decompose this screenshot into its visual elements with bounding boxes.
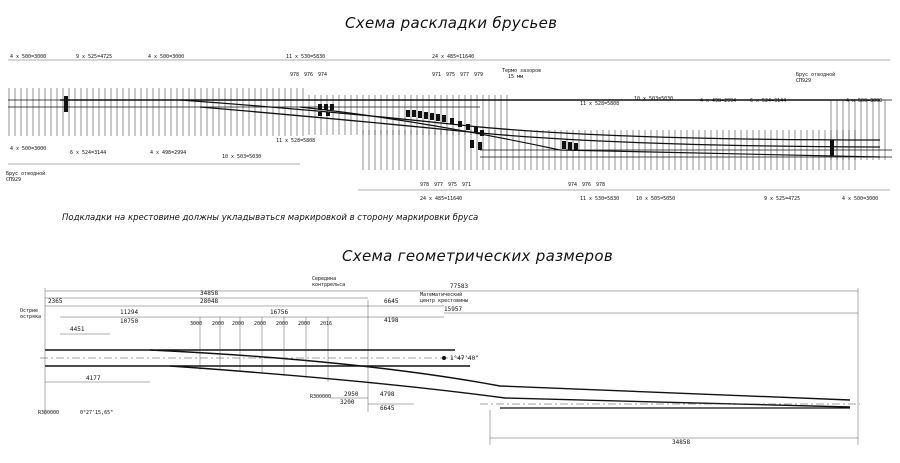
right-beam-label-2: СП929 [796, 78, 811, 84]
top-group-9: 6 x 524=3144 [750, 98, 786, 104]
top-group-6: 11 x 528=5808 [580, 101, 619, 107]
center-label-1: Середина [312, 276, 336, 282]
dim-mid-7: 2016 [320, 321, 332, 327]
upper-mark-5: 975 [446, 72, 455, 78]
dim-4451: 4451 [70, 326, 85, 333]
upper-mark-6: 977 [460, 72, 469, 78]
radius-angle: 0°27'15,65" [80, 410, 113, 416]
lower-mark-6: 976 [582, 182, 591, 188]
dim-11294: 11294 [120, 309, 138, 316]
radius-label: R300000 [310, 394, 331, 400]
dim-mid-2: 2000 [212, 321, 224, 327]
upper-mark-4: 971 [432, 72, 441, 78]
geo-diverge-1 [149, 349, 851, 401]
rail-diverge-1 [179, 99, 881, 141]
bottom-group-8: 10 x 505=5050 [636, 196, 675, 202]
dim-10750: 10750 [120, 318, 138, 325]
dim-mid-5: 2000 [276, 321, 288, 327]
transfer-beam-right [830, 140, 834, 156]
bottom-group-6: 24 x 485=11640 [420, 196, 462, 202]
dim-mid-1: 3000 [190, 321, 202, 327]
dim-4198: 4198 [384, 317, 399, 324]
tip-label-1: Острие [20, 308, 38, 314]
top-group-4: 11 x 530=5830 [286, 54, 325, 60]
cross-label-1: Математический [420, 292, 462, 298]
upper-mark-2: 976 [304, 72, 313, 78]
geometry-scheme-title: Схема геометрических размеров [342, 247, 613, 265]
bottom-group-9: 9 x 525=4725 [764, 196, 800, 202]
upper-mark-3: 974 [318, 72, 327, 78]
layout-scheme: 4 x 500=3000 9 x 525=4725 4 x 500=3000 1… [6, 54, 892, 202]
upper-mark-7: 979 [474, 72, 483, 78]
bottom-group-2: 6 x 524=3144 [70, 150, 106, 156]
lower-mark-5: 974 [568, 182, 577, 188]
dim-2365: 2365 [48, 298, 63, 305]
dim-2950: 2950 [344, 391, 359, 398]
dim-total: 77583 [450, 283, 468, 290]
gap-label-2: 15 мм [508, 74, 523, 80]
geometry-scheme: 77583 34858 28048 16756 2365 11294 10750… [20, 276, 860, 446]
dim-4177: 4177 [86, 375, 101, 382]
bottom-group-1: 4 x 500=3000 [10, 146, 46, 152]
geo-diverge-2 [169, 365, 851, 408]
upper-mark-1: 978 [290, 72, 299, 78]
bottom-group-10: 4 x 500=3000 [842, 196, 878, 202]
bottom-group-3: 4 x 498=2994 [150, 150, 186, 156]
lower-mark-7: 978 [596, 182, 605, 188]
lower-mark-2: 977 [434, 182, 443, 188]
rail-cross-2 [299, 106, 881, 158]
top-group-5: 24 x 485=11640 [432, 54, 474, 60]
radius-left: R300000 [38, 410, 59, 416]
lower-mark-4: 971 [462, 182, 471, 188]
pad-cluster-upper [318, 104, 484, 136]
dim-28048: 28048 [200, 298, 218, 305]
cross-label-2: центр крестовины [420, 298, 468, 304]
frog-angle: 1°47'40" [450, 355, 479, 362]
left-beam-label-1: Брус отводной [6, 171, 45, 177]
bottom-group-4: 10 x 503=5030 [222, 154, 261, 160]
center-label-2: контррельса [312, 282, 345, 288]
lower-mark-3: 975 [448, 182, 457, 188]
top-group-3: 4 x 500=3000 [148, 54, 184, 60]
bottom-group-7: 11 x 530=5830 [580, 196, 619, 202]
pad-cluster-lower [470, 140, 578, 151]
dim-6645-low: 6645 [380, 405, 395, 412]
dim-6645-top: 6645 [384, 298, 399, 305]
dim-mid-4: 2000 [254, 321, 266, 327]
dim-mid-3: 2000 [232, 321, 244, 327]
lower-mark-1: 978 [420, 182, 429, 188]
cross-point [442, 356, 446, 360]
left-beam-label-2: СП929 [6, 177, 21, 183]
dim-mid-6: 2000 [298, 321, 310, 327]
top-group-7: 10 x 503=5030 [634, 96, 673, 102]
dim-15957: 15957 [444, 306, 462, 313]
top-group-2: 9 x 525=4725 [76, 54, 112, 60]
bottom-group-5: 11 x 528=5808 [276, 138, 315, 144]
transfer-beam-left [64, 96, 68, 112]
dim-16756: 16756 [270, 309, 288, 316]
layout-scheme-title: Схема раскладки брусьев [345, 14, 558, 32]
pad-orientation-note: Подкладки на крестовине должны укладыват… [62, 213, 479, 223]
dim-34858-top: 34858 [200, 290, 218, 297]
gap-label-1: Термо зазоров [502, 68, 541, 74]
right-beam-label-1: Брус отводной [796, 72, 835, 78]
dim-3200: 3200 [340, 399, 355, 406]
dim-4798: 4798 [380, 391, 395, 398]
tip-label-2: остряка [20, 314, 41, 320]
top-group-1: 4 x 500=3000 [10, 54, 46, 60]
sleepers-far-right [830, 100, 890, 160]
top-group-10: 4 x 500=3000 [846, 98, 882, 104]
top-group-8: 4 x 498=2994 [700, 98, 736, 104]
dim-34858-bottom: 34858 [672, 439, 690, 446]
